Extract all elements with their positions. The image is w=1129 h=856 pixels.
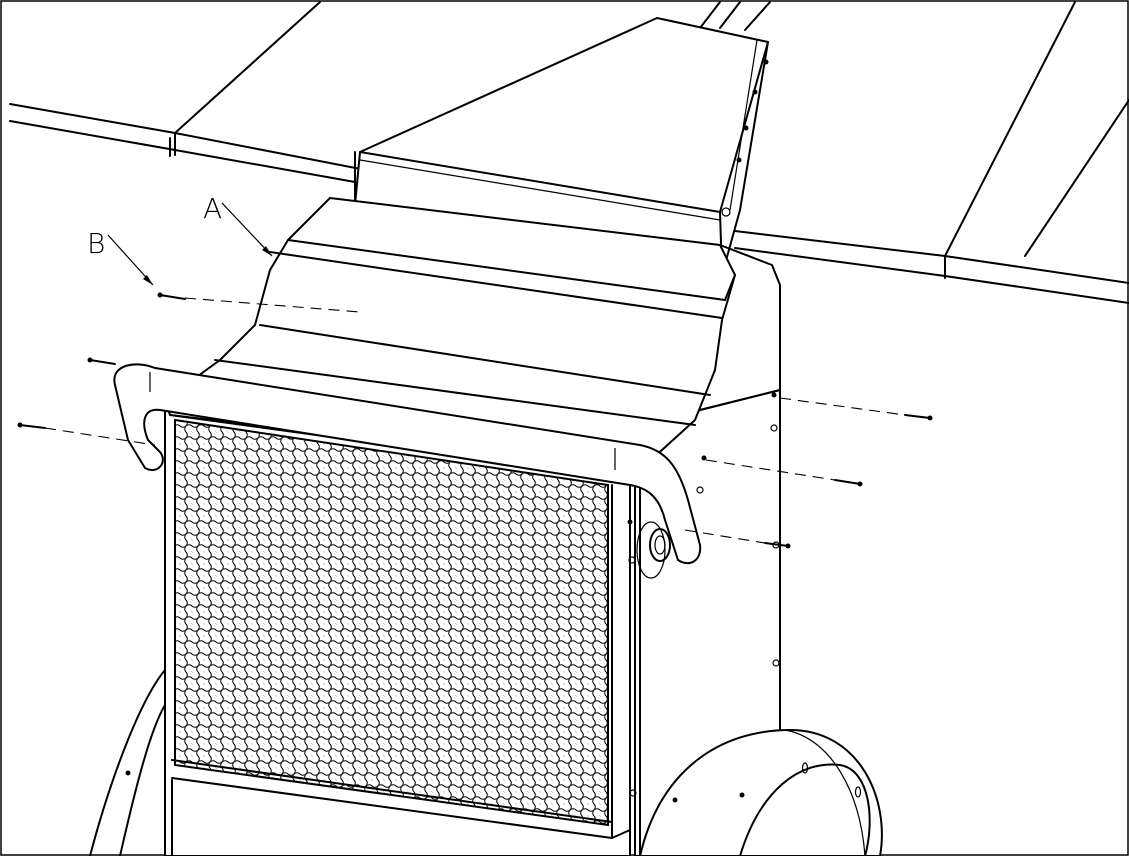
screw-5 (834, 479, 861, 485)
callout-b-label: B (87, 227, 105, 260)
screws-b (17, 292, 933, 549)
mounting-holes (125, 392, 780, 797)
inlet-ring (639, 729, 883, 856)
screw-2 (89, 359, 116, 365)
rear-inlet-ring (89, 669, 166, 856)
screw-4 (904, 414, 931, 419)
front-grille (167, 404, 631, 856)
screw-1 (159, 294, 186, 300)
callout-a-label: A (203, 192, 222, 225)
callout-a: A (203, 192, 273, 257)
carry-handle (113, 363, 702, 579)
screw-3 (19, 424, 46, 429)
screw-6 (764, 542, 789, 547)
callout-b: B (87, 227, 154, 286)
